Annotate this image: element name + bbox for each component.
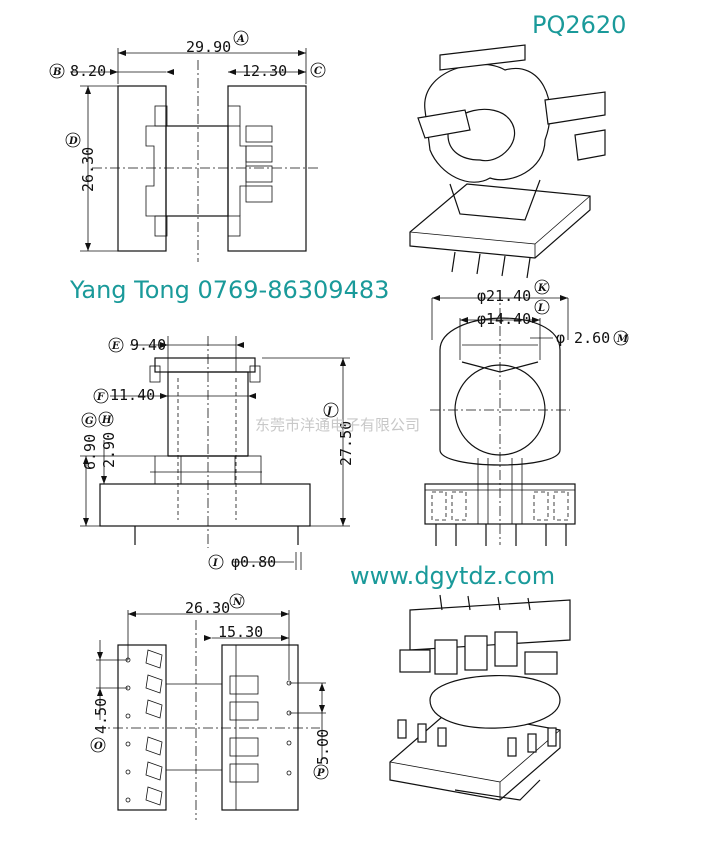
dim-P-value: 5.00 <box>314 729 332 765</box>
front-view: φ21.40 K φ14.40 L φ 2.60 M <box>424 279 629 546</box>
bottom-view: 26.30 N 15.30 4.50 O 5.00 P <box>90 593 332 820</box>
dim-C-tag: C <box>314 66 322 77</box>
winding-core <box>165 125 229 217</box>
dim-I-tag: I <box>212 558 218 569</box>
dim-D-tag: D <box>68 136 78 147</box>
dim-D-value: 26.30 <box>79 147 97 192</box>
dim-A-tag: A <box>236 34 245 45</box>
dim-B-tag: B <box>52 67 61 78</box>
dim-M-value: φ 2.60 <box>556 329 610 347</box>
website-url: www.dgytdz.com <box>350 562 555 590</box>
dim-N-tag: N <box>232 597 243 608</box>
dim-P-tag: P <box>316 768 325 779</box>
dim-I-value: φ0.80 <box>231 553 276 571</box>
dim-B-value: 8.20 <box>70 62 106 80</box>
dim-K-tag: K <box>537 283 548 294</box>
dim-C-value: 12.30 <box>242 62 287 80</box>
dim-J-tag: J <box>325 406 333 417</box>
left-flange <box>117 85 167 252</box>
dim-H-tag: H <box>101 415 112 426</box>
dim-K-value: φ21.40 <box>477 287 531 305</box>
dim-A-value: 29.90 <box>186 38 231 56</box>
top-view: 29.90 A 8.20 B 12.30 C 26.30 D <box>49 30 326 262</box>
dim-E-value: 9.40 <box>130 336 166 354</box>
dim-H-value: 2.90 <box>100 432 118 468</box>
dim-F-value: 11.40 <box>110 386 155 404</box>
isometric-view-top <box>409 44 606 279</box>
dim-N-value: 26.30 <box>185 599 230 617</box>
dim-O-value: 4.50 <box>92 698 110 734</box>
bottom-right-flange <box>221 644 299 811</box>
side-view: 9.40 E 11.40 F 6.90 2.90 G H 27.50 J φ0. <box>80 336 355 571</box>
dim-F-tag: F <box>96 392 105 403</box>
dim-L-value: φ14.40 <box>477 310 531 328</box>
dim-G-value: 6.90 <box>81 434 99 470</box>
isometric-view-bottom <box>389 594 571 801</box>
dim-N2-value: 15.30 <box>218 623 263 641</box>
dim-G-tag: G <box>85 416 94 427</box>
bottom-left-flange <box>117 644 167 811</box>
dim-O-tag: O <box>94 741 103 752</box>
dim-M-tag: M <box>616 334 629 345</box>
dim-E-tag: E <box>111 341 120 352</box>
part-number: PQ2620 <box>532 11 626 39</box>
dim-J-value: 27.50 <box>337 421 355 466</box>
dim-L-tag: L <box>537 303 545 314</box>
base <box>99 483 311 527</box>
watermark: 东莞市洋通电子有限公司 <box>255 416 420 434</box>
contact-line: Yang Tong 0769-86309483 <box>69 276 389 304</box>
